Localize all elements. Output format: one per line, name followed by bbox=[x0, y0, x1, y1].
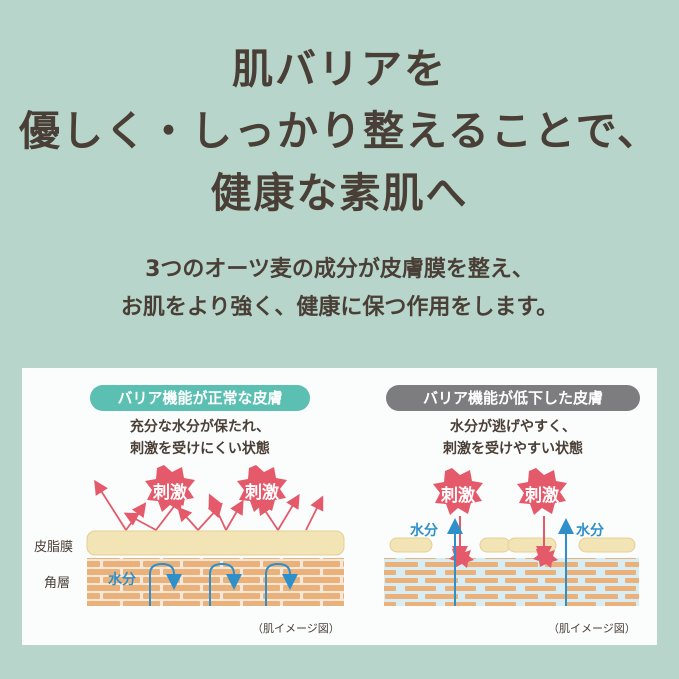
headline-line-2: 優しく・しっかり整えることで、 bbox=[19, 107, 660, 155]
healthy-skin-title: バリア機能が正常な皮膚 bbox=[90, 385, 310, 411]
sebum-film bbox=[86, 530, 345, 556]
sebum-fragment bbox=[479, 537, 511, 553]
water-label: 水分 bbox=[410, 523, 438, 539]
sebum-label: 皮脂膜 bbox=[34, 540, 74, 555]
image-caption: （肌イメージ図） bbox=[252, 622, 340, 635]
headline-line-1: 肌バリアを bbox=[232, 45, 447, 93]
subtext-line-1: 3つのオーツ麦の成分が皮膚膜を整え、 bbox=[145, 257, 534, 282]
healthy-desc-line-1: 充分な水分が保たれ、 bbox=[129, 419, 271, 435]
healthy-desc-line-2: 刺激を受けにくい状態 bbox=[130, 441, 270, 457]
subtext-line-2: お肌をより強く、健康に保つ作用をします。 bbox=[120, 295, 559, 320]
stimulus-burst bbox=[145, 465, 195, 512]
sebum-fragment bbox=[578, 537, 636, 553]
stimulus-label: 刺激 bbox=[245, 483, 279, 503]
stimulus-label: 刺激 bbox=[525, 486, 559, 506]
subtext: 3つのオーツ麦の成分が皮膚膜を整え、 お肌をより強く、健康に保つ作用をします。 bbox=[0, 251, 679, 327]
headline-line-3: 健康な素肌へ bbox=[210, 169, 469, 217]
stimulus-label: 刺激 bbox=[153, 483, 187, 503]
water-label: 水分 bbox=[108, 572, 136, 588]
stimulus-burst bbox=[433, 468, 483, 515]
water-label: 水分 bbox=[576, 523, 604, 539]
stimulus-burst bbox=[517, 468, 567, 515]
image-caption: （肌イメージ図） bbox=[548, 622, 636, 635]
stratum-corneum-damaged bbox=[384, 558, 639, 606]
sebum-fragment bbox=[389, 537, 433, 553]
healthy-skin-description: 充分な水分が保たれ、 刺激を受けにくい状態 bbox=[90, 416, 310, 460]
damaged-desc-line-1: 水分が逃げやすく、 bbox=[450, 419, 576, 435]
stratum-label: 角層 bbox=[44, 576, 71, 591]
stimulus-burst bbox=[237, 465, 287, 512]
sebum-fragment bbox=[507, 537, 557, 553]
skin-comparison-panel: バリア機能が正常な皮膚 バリア機能が低下した皮膚 充分な水分が保たれ、 刺激を受… bbox=[22, 368, 657, 645]
damaged-skin-description: 水分が逃げやすく、 刺激を受けやすい状態 bbox=[386, 416, 640, 460]
damaged-desc-line-2: 刺激を受けやすい状態 bbox=[443, 441, 583, 457]
damaged-skin-title: バリア機能が低下した皮膚 bbox=[386, 385, 640, 411]
skin-diagram bbox=[86, 465, 639, 606]
headline: 肌バリアを 優しく・しっかり整えることで、 健康な素肌へ bbox=[0, 38, 679, 224]
stimulus-label: 刺激 bbox=[441, 486, 475, 506]
